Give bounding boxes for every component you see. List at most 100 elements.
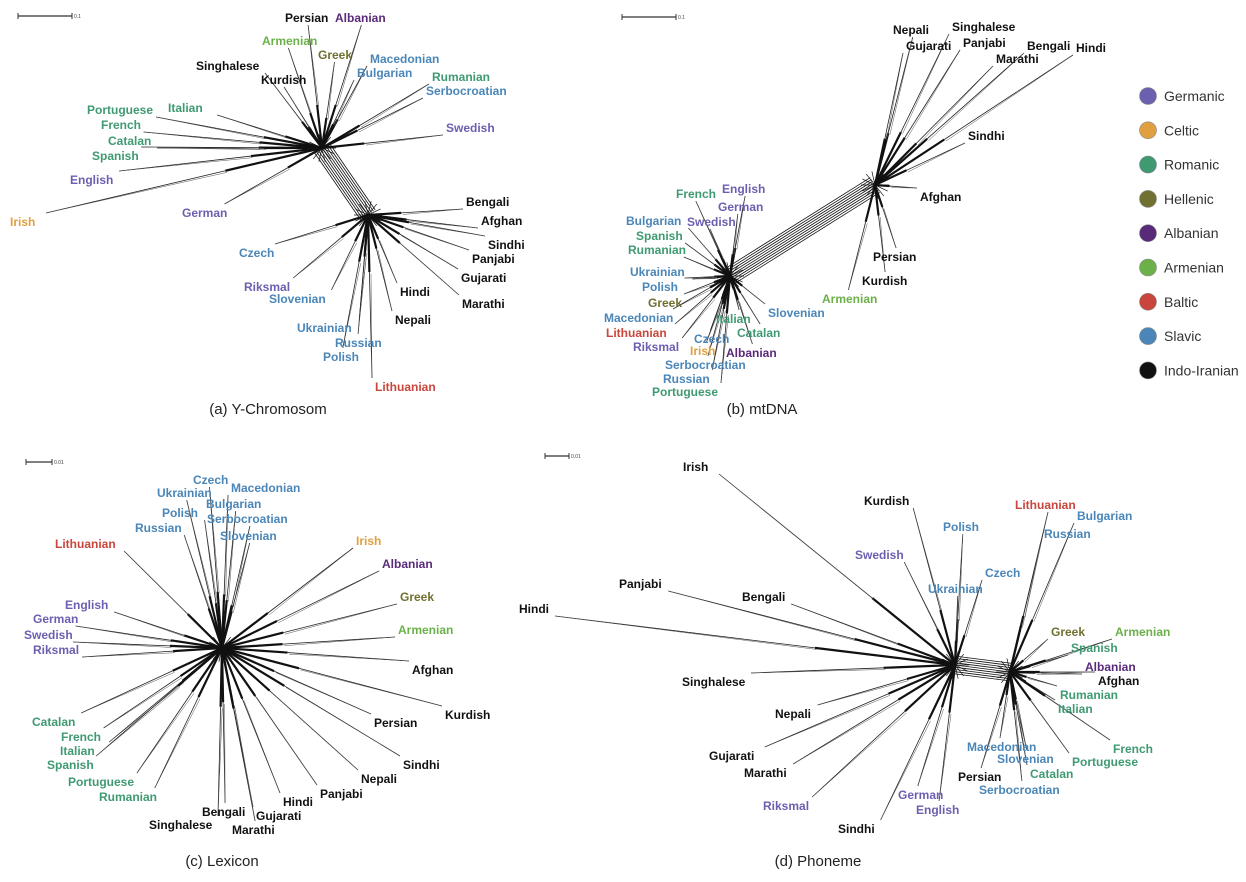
core-split-edge (319, 149, 367, 217)
taxon-label-ukrainian: Ukrainian (157, 486, 212, 500)
panel-caption-d: (d) Phoneme (775, 853, 862, 870)
trunk-edge (321, 142, 365, 150)
split-edge (401, 244, 460, 296)
split-edge (327, 61, 335, 120)
taxon-label-gujarati: Gujarati (256, 809, 301, 823)
taxon-label-czech: Czech (193, 473, 228, 487)
split-edge (903, 561, 940, 631)
taxon-edge-bulgarian (332, 79, 355, 125)
taxon-label-portuguese: Portuguese (1072, 755, 1138, 769)
trunk-edge (712, 275, 731, 299)
trunk-edge (367, 214, 401, 235)
taxon-label-spanish: Spanish (636, 229, 683, 243)
split-edge (764, 695, 891, 748)
split-edge (233, 542, 250, 613)
taxon-label-rumanian: Rumanian (628, 243, 686, 257)
legend-swatch (1139, 224, 1157, 242)
split-edge (879, 217, 886, 273)
panel-d (554, 473, 1113, 821)
taxon-label-sindhi: Sindhi (403, 758, 440, 772)
taxon-label-singhalese: Singhalese (149, 818, 213, 832)
legend-item-indo-iranian: Indo-Iranian (1139, 361, 1239, 380)
taxon-label-italian: Italian (716, 312, 751, 326)
split-edge (917, 708, 944, 787)
taxon-edge-bengali (222, 702, 226, 804)
taxon-label-catalan: Catalan (32, 715, 75, 729)
taxon-label-albanian: Albanian (335, 11, 386, 25)
split-edge (672, 288, 712, 310)
core-split-edge (955, 660, 1011, 669)
trunk-edge (874, 137, 928, 186)
taxon-label-polish: Polish (323, 350, 359, 364)
split-edge (119, 157, 253, 172)
taxon-label-irish: Irish (10, 215, 35, 229)
taxon-label-kurdish: Kurdish (445, 708, 490, 722)
split-edge (274, 226, 338, 245)
trunk-edge (864, 184, 877, 223)
scale-bar-label-c: 0.01 (54, 460, 64, 466)
taxon-edge-slovenian (231, 542, 251, 612)
taxon-edge-greek (283, 603, 398, 633)
trunk-edge (321, 123, 335, 149)
taxon-label-french: French (676, 187, 716, 201)
taxon-edge-gujarati (884, 52, 904, 139)
taxon-label-hindi: Hindi (400, 285, 430, 299)
split-edge (271, 692, 359, 771)
taxon-edge-serbocroatian (357, 97, 424, 131)
trunk-edge (874, 137, 906, 186)
taxon-label-irish: Irish (683, 460, 708, 474)
taxon-label-hindi: Hindi (283, 795, 313, 809)
split-edge (1027, 678, 1058, 687)
split-edge (1022, 540, 1042, 628)
taxon-label-panjabi: Panjabi (320, 787, 363, 801)
legend-item-romanic: Romanic (1139, 155, 1219, 174)
taxon-edge-armenian (1045, 638, 1113, 661)
taxon-label-czech: Czech (985, 566, 1020, 580)
trunk-edge (814, 646, 956, 667)
split-edge (980, 707, 1002, 769)
taxon-label-polish: Polish (642, 280, 678, 294)
core-split-edge (727, 180, 873, 273)
taxon-label-portuguese: Portuguese (68, 775, 134, 789)
legend-label: Hellenic (1164, 191, 1214, 207)
scale-bar-label-b: 0.1 (678, 15, 685, 21)
split-edge (307, 24, 319, 107)
taxon-edge-serbocroatian (231, 525, 251, 606)
taxon-label-greek: Greek (648, 296, 682, 310)
split-edge (674, 294, 713, 325)
taxon-edge-albanian (1035, 672, 1083, 675)
taxon-edge-riksmal (82, 650, 174, 658)
split-edge (264, 72, 304, 124)
split-edge (155, 116, 266, 139)
split-edge (741, 294, 761, 325)
trunk-edge (221, 647, 285, 687)
taxon-label-persian: Persian (285, 11, 328, 25)
taxon-label-gujarati: Gujarati (906, 39, 951, 53)
split-edge (902, 33, 950, 134)
panel-caption-b: (b) mtDNA (727, 401, 798, 418)
split-edge (750, 669, 886, 674)
taxon-edge-ukrainian (955, 595, 959, 641)
trunk-edge (936, 628, 956, 666)
panel-a (45, 24, 486, 379)
trunk-edge (214, 603, 224, 649)
taxon-label-singhalese: Singhalese (196, 59, 260, 73)
split-edge (1015, 711, 1023, 782)
taxon-edge-polish (342, 261, 360, 349)
taxon-label-armenian: Armenian (262, 34, 317, 48)
trunk-edge (728, 254, 734, 277)
taxon-label-bengali: Bengali (202, 805, 245, 819)
taxon-edge-greek (683, 281, 715, 295)
trunk-edge (998, 671, 1012, 706)
split-edge (339, 65, 368, 122)
taxon-label-german: German (182, 206, 227, 220)
legend-swatch (1139, 155, 1157, 174)
taxon-label-czech: Czech (239, 246, 274, 260)
trunk-edge (220, 647, 244, 700)
split-edge (217, 114, 287, 139)
taxon-label-nepali: Nepali (893, 23, 929, 37)
taxon-edge-rumanian (154, 696, 199, 789)
taxon-label-russian: Russian (1044, 527, 1091, 541)
split-edge (743, 287, 766, 305)
trunk-edge (191, 647, 223, 693)
